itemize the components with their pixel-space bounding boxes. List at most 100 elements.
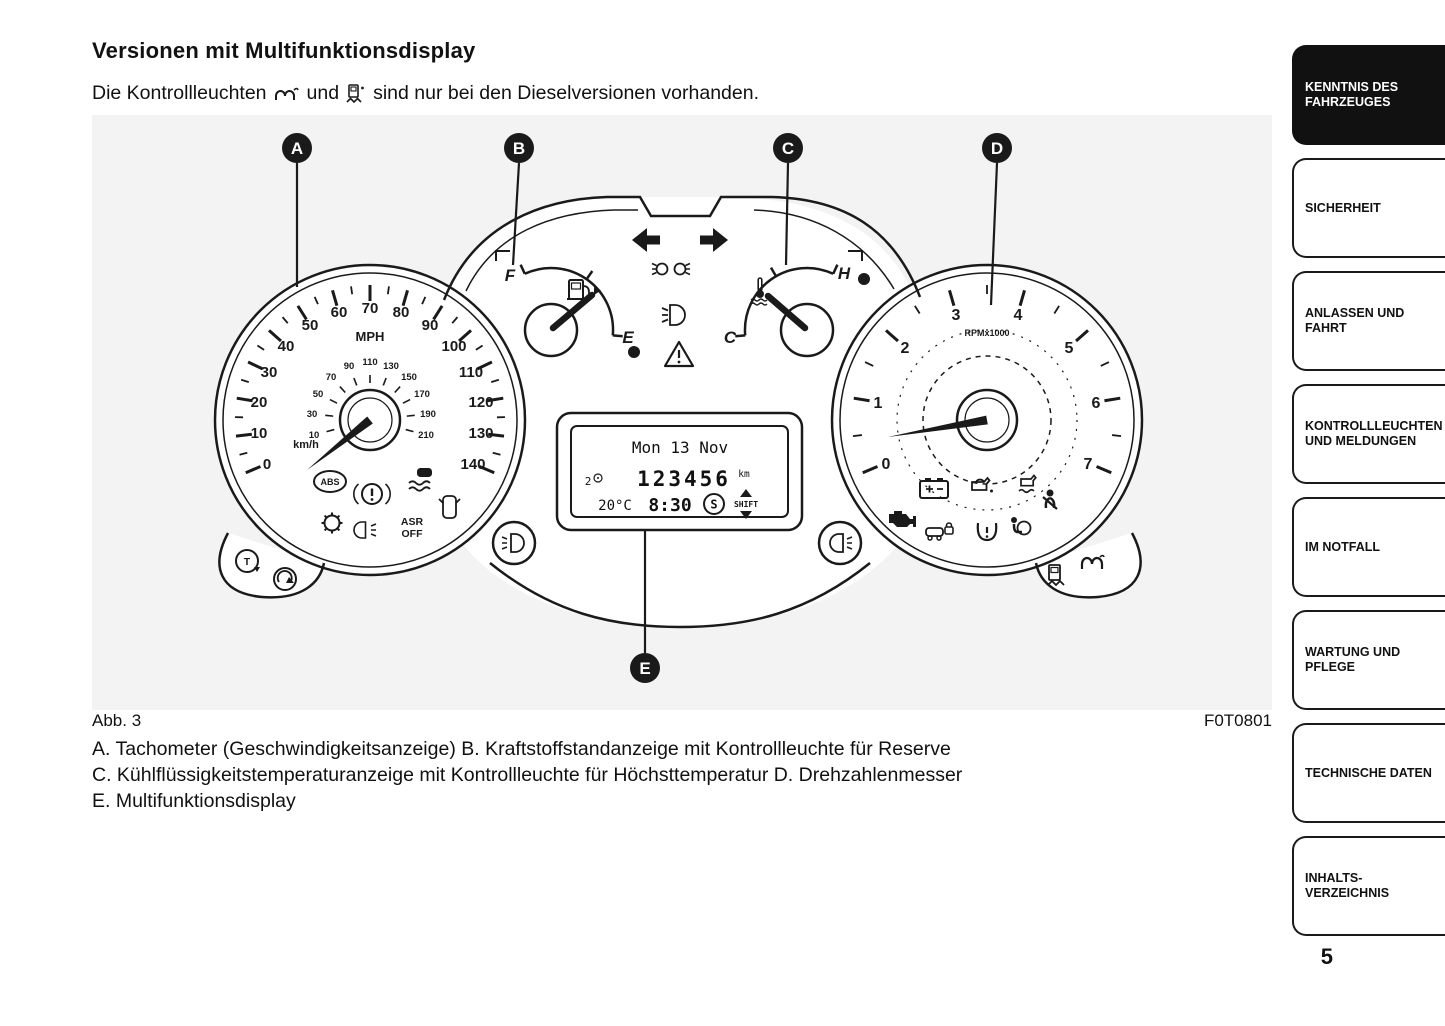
thermometer-icon [750, 277, 768, 306]
legend-line-3: E. Multifunktionsdisplay [92, 790, 296, 812]
speedometer-minor-ticks [235, 286, 505, 456]
tab-label-line: ANLASSEN UND [1305, 306, 1405, 320]
tachometer-gauge: 0 1 2 3 4 5 6 7 RPMx1000 [830, 263, 1144, 577]
kmh-tick-label: 130 [383, 361, 399, 372]
check-engine-icon [889, 511, 916, 527]
tab-technische-daten[interactable]: TECHNISCHE DATEN [1292, 723, 1445, 823]
letter-t-circle-icon: T [235, 549, 260, 573]
water-in-fuel-icon [346, 83, 364, 103]
speedometer-hub [338, 388, 402, 452]
display-trip-number: 2 [585, 475, 592, 488]
tab-anlassen-und-fahrt[interactable]: ANLASSEN UND FAHRT [1292, 271, 1445, 371]
mph-tick-label: 30 [261, 364, 278, 381]
callout-c: C [782, 139, 794, 158]
turn-signal-right-icon [700, 228, 728, 252]
intro-after: sind nur bei den Dieselversionen vorhand… [373, 82, 759, 104]
fuel-gauge: F E [495, 250, 640, 358]
tachometer-minor-ticks [852, 285, 1122, 438]
figure-caption-row: Abb. 3 F0T0801 [92, 711, 1272, 731]
temp-cold-label: C [724, 328, 737, 347]
page-title: Versionen mit Multifunktionsdisplay [92, 38, 476, 63]
kmh-tick-label: 30 [307, 409, 318, 420]
kmh-tick-label: 90 [344, 361, 355, 372]
battery-icon [919, 478, 949, 499]
turn-signal-left-icon [632, 228, 660, 252]
legend-line-1: A. Tachometer (Geschwindigkeitsanzeige) … [92, 738, 951, 760]
mph-tick-label: 0 [263, 456, 271, 473]
callout-b: B [513, 139, 525, 158]
sidebar: KENNTNIS DES FAHRZEUGES SICHERHEIT ANLAS… [1292, 45, 1445, 936]
rear-fog-button [817, 520, 863, 566]
mph-tick-label: 110 [459, 364, 483, 381]
tab-label-line: KONTROLLLEUCHTEN [1305, 419, 1443, 433]
display-odometer-unit: km [738, 469, 750, 480]
gear-warning-icon [321, 512, 343, 534]
tab-sicherheit[interactable]: SICHERHEIT [1292, 158, 1445, 258]
brake-warning-icon [353, 483, 391, 505]
kmh-tick-label: 190 [420, 409, 436, 420]
instrument-cluster-figure: 0 10 20 30 40 50 60 70 80 90 100 110 120… [213, 133, 1144, 683]
glow-plug-icon [274, 87, 299, 100]
fuel-hub [523, 302, 579, 358]
legend-line-2: C. Kühlflüssigkeitstemperaturanzeige mit… [92, 764, 963, 786]
esp-indicator-icon [408, 468, 432, 492]
svg-text:ABS: ABS [320, 477, 339, 487]
tab-kontrollleuchten-und-meldungen[interactable]: KONTROLLLEUCHTEN UND MELDUNGEN [1292, 384, 1445, 484]
water-in-fuel-icon [1047, 564, 1065, 587]
fuel-filler-arrow-icon [594, 286, 601, 295]
tab-im-notfall[interactable]: IM NOTFALL [1292, 497, 1445, 597]
display-date: Mon 13 Nov [632, 438, 728, 457]
figure-box: 0 10 20 30 40 50 60 70 80 90 100 110 120… [92, 115, 1272, 710]
display-time: 8:30 [648, 495, 691, 516]
tab-label-line: TECHNISCHE DATEN [1305, 765, 1432, 780]
speedometer-major-ticks [235, 285, 505, 475]
multifunction-display-content: Mon 13 Nov 2 123456 km 20°C 8:30 S SHIFT [585, 438, 758, 519]
kmh-tick-label: 150 [401, 372, 417, 383]
callout-d: D [991, 139, 1003, 158]
display-odometer: 123456 [637, 467, 731, 491]
mph-tick-label: 90 [422, 317, 439, 334]
tab-label-line: VERZEICHNIS [1305, 886, 1390, 900]
left-ear-telltales: T [235, 549, 297, 591]
mph-tick-label: 50 [302, 317, 319, 334]
mph-tick-label: 60 [331, 304, 348, 321]
figure-code: F0T0801 [1203, 711, 1272, 730]
mph-tick-label: 120 [468, 394, 493, 411]
mph-tick-label: 100 [441, 338, 466, 355]
tab-kenntnis-des-fahrzeuges[interactable]: KENNTNIS DES FAHRZEUGES [1292, 45, 1445, 145]
tab-wartung-und-pflege[interactable]: WARTUNG UND PFLEGE [1292, 610, 1445, 710]
position-lights-icon [651, 262, 691, 276]
tachometer-major-ticks [853, 289, 1121, 475]
right-ear-telltales [1047, 554, 1105, 587]
speedometer-gauge: 0 10 20 30 40 50 60 70 80 90 100 110 120… [213, 263, 527, 577]
rear-fog-light-icon [829, 533, 853, 553]
coolant-temp-gauge: H C [724, 250, 870, 358]
tab-inhaltsverzeichnis[interactable]: INHALTS- VERZEICHNIS [1292, 836, 1445, 936]
mph-tick-label: 70 [362, 300, 379, 317]
kmh-tick-label: 210 [418, 430, 434, 441]
callouts: A B C D E [282, 133, 1012, 683]
mph-unit-label: MPH [356, 329, 385, 344]
glow-plug-icon [1080, 554, 1105, 569]
figure-label: Abb. 3 [92, 711, 142, 730]
callout-e: E [639, 659, 650, 678]
speedometer-inner-ticks [325, 375, 415, 433]
shift-down-arrow-icon [740, 511, 752, 519]
svg-text:ASR: ASR [401, 516, 424, 528]
tab-label-line: FAHRT [1305, 321, 1347, 335]
mph-tick-label: 130 [468, 425, 493, 442]
tab-label-line: WARTUNG UND [1305, 645, 1401, 659]
kmh-unit-label: km/h [293, 439, 319, 451]
speedometer-needle [307, 416, 373, 470]
tach-tick-label: 6 [1092, 395, 1101, 412]
tach-tick-label: 4 [1014, 307, 1023, 324]
tab-label-line: IM NOTFALL [1305, 539, 1380, 554]
shift-up-arrow-icon [740, 489, 752, 497]
tach-tick-label: 5 [1065, 340, 1074, 357]
tach-tick-label: 7 [1084, 456, 1093, 473]
display-shift-label: SHIFT [734, 500, 758, 509]
fuel-reserve-warning-dot [628, 346, 640, 358]
tachometer-hub [955, 388, 1019, 452]
central-telltales [632, 228, 728, 368]
